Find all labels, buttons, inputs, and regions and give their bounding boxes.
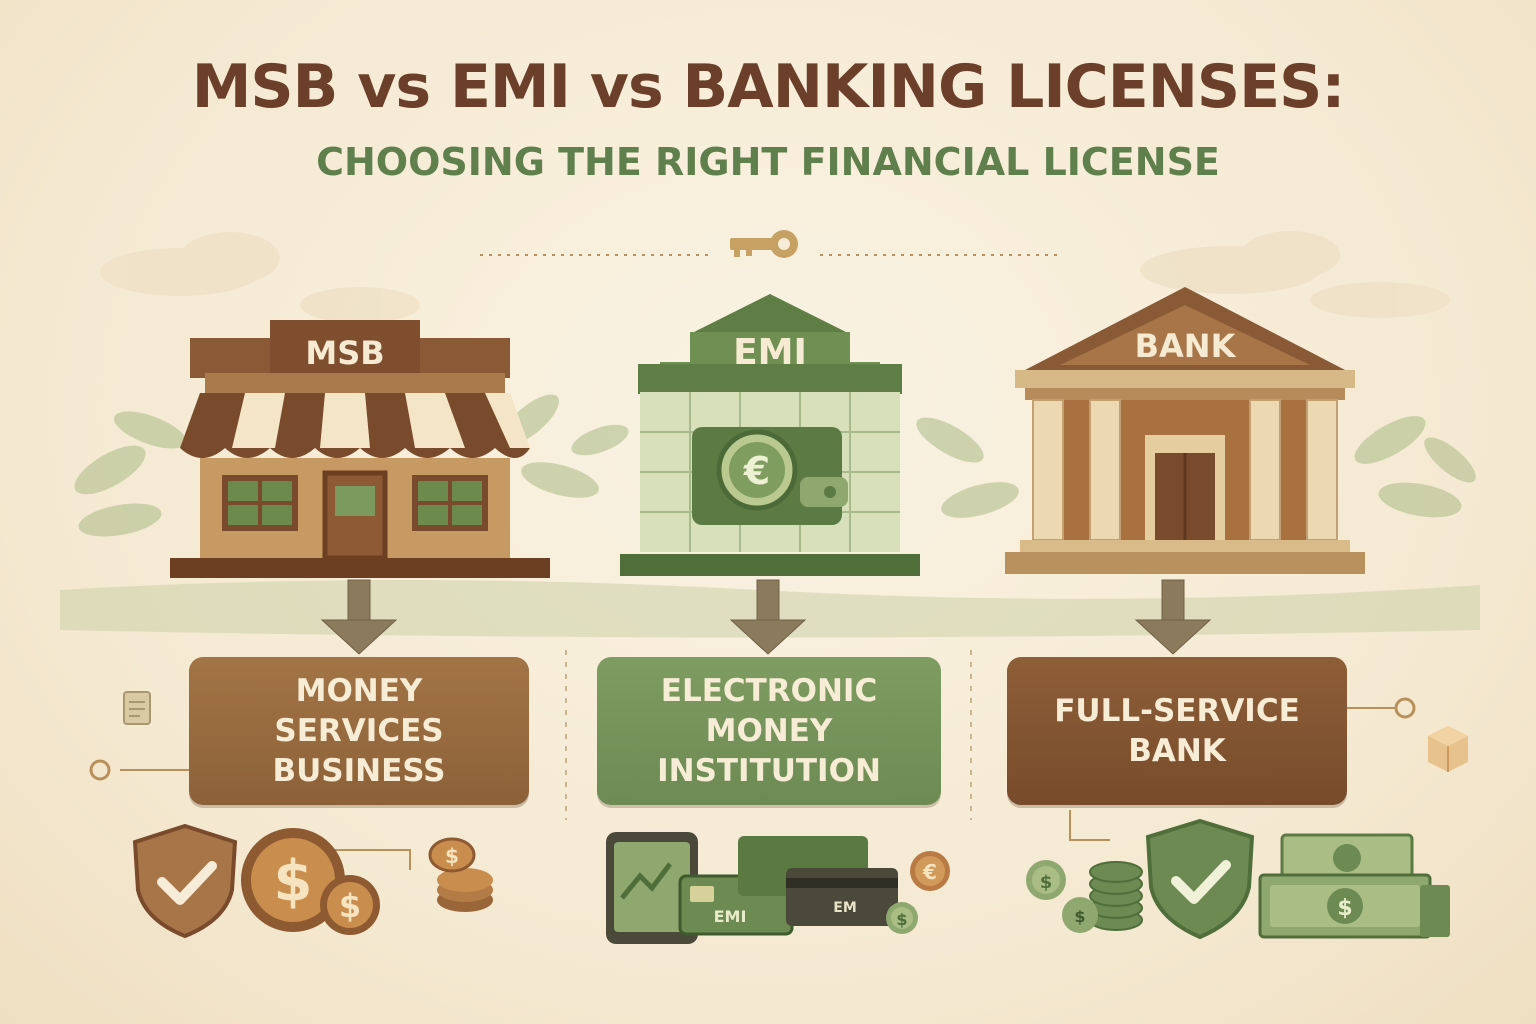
bank-description-box: FULL-SERVICE BANK: [1007, 657, 1347, 805]
msb-sign: MSB: [305, 334, 384, 372]
emi-line-1: ELECTRONIC: [660, 673, 878, 709]
dollar-symbol-emi: $: [896, 910, 907, 929]
emi-building-icon: € EMI: [620, 294, 920, 576]
bank-building-icon: BANK: [1005, 287, 1365, 574]
shield-check-icon: [132, 823, 238, 939]
bank-sign: BANK: [1135, 327, 1237, 365]
msb-line-2: SERVICES: [274, 713, 444, 749]
emi-card-label: EMI: [714, 907, 747, 926]
dollar-symbol-msb: $: [274, 849, 313, 914]
dollar-symbol-bank-cash: $: [1337, 896, 1352, 921]
msb-storefront-icon: MSB: [170, 320, 550, 578]
box-icon: [1428, 726, 1468, 772]
emi-sign: EMI: [733, 332, 807, 373]
dollar-symbol-bank-1: $: [1040, 872, 1053, 893]
emi-description-box: ELECTRONIC MONEY INSTITUTION: [597, 657, 941, 805]
bank-line-2: BANK: [1128, 733, 1226, 769]
emi-line-2: MONEY: [705, 713, 833, 749]
msb-line-1: MONEY: [295, 673, 423, 709]
tablet-icon: [606, 832, 698, 944]
euro-symbol: €: [743, 449, 770, 493]
dollar-symbol-msb-stack: $: [445, 844, 459, 868]
euro-symbol-coin: €: [922, 860, 937, 884]
dollar-symbol-bank-2: $: [1074, 907, 1085, 926]
msb-bottom-icons: $ $ $: [132, 823, 493, 939]
msb-description-box: MONEY SERVICES BUSINESS: [189, 657, 529, 805]
dollar-coin-icon: $: [241, 828, 345, 932]
dollar-symbol-msb-small: $: [339, 887, 361, 925]
page-subtitle: CHOOSING THE RIGHT FINANCIAL LICENSE: [316, 140, 1220, 184]
clipboard-icon: [123, 691, 151, 725]
emi-bottom-icons: EMI EM € $: [606, 832, 950, 944]
emi-line-3: INSTITUTION: [657, 753, 881, 789]
msb-line-3: BUSINESS: [272, 753, 446, 789]
bank-bottom-icons: $ $ $: [1026, 818, 1450, 940]
page-title: MSB vs EMI vs BANKING LICENSES:: [191, 52, 1346, 122]
em-card-label: EM: [833, 900, 857, 916]
cash-stack-icon: $: [1258, 833, 1450, 939]
bank-line-1: FULL-SERVICE: [1054, 693, 1300, 729]
key-icon: [730, 230, 798, 258]
shield-check-icon-bank: [1145, 818, 1255, 940]
euro-coin-icon: €: [910, 851, 950, 891]
